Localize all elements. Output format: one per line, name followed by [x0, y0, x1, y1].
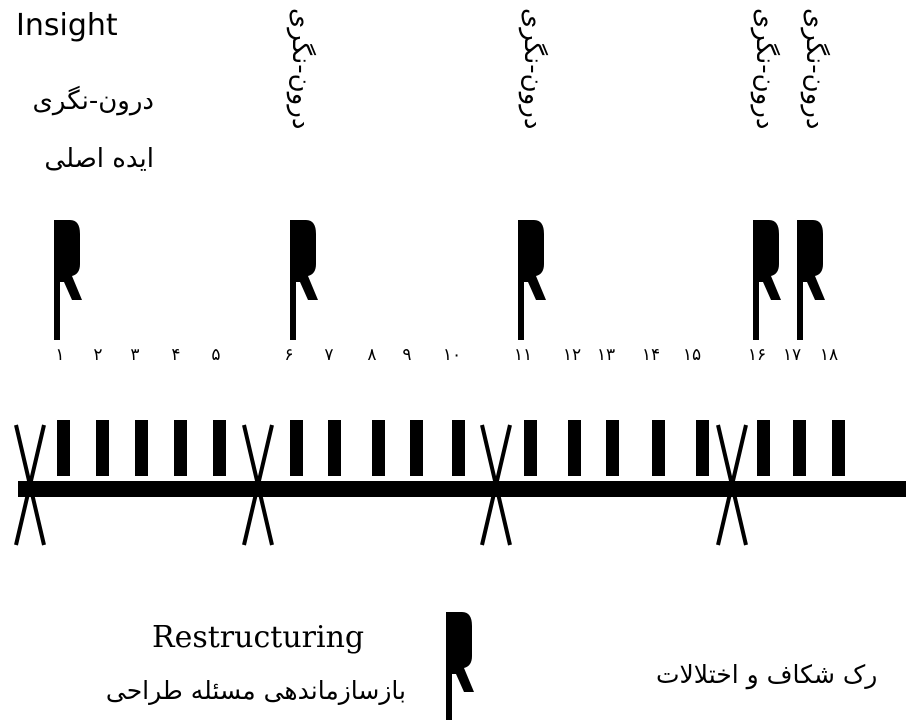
vertical-label-3: درون-نگری: [750, 8, 780, 130]
number-label: ۵: [211, 345, 221, 365]
number-label: ۱۶: [747, 345, 767, 365]
main-idea-label: ایده اصلی: [44, 144, 154, 174]
restructuring-marker-5: [797, 220, 825, 340]
vertical-label-2: درون-نگری: [518, 8, 548, 130]
restructuring-marker-2: [290, 220, 318, 340]
restructuring-marker-3: [518, 220, 546, 340]
legend-restructuring-marker: [446, 612, 474, 720]
vertical-label-4: درون-نگری: [800, 8, 830, 130]
legend-restructuring-title: Restructuring: [152, 620, 365, 655]
vertical-label-1: درون-نگری: [286, 8, 316, 130]
number-label: ۴: [171, 345, 181, 365]
number-label: ۶: [284, 345, 294, 365]
number-label: ۱۷: [782, 345, 802, 365]
restructuring-marker-1: [54, 220, 82, 340]
gap-crossings: [14, 424, 748, 546]
number-label: ۱: [55, 345, 65, 365]
number-label: ۳: [130, 345, 140, 365]
number-label: ۷: [324, 345, 334, 365]
legend-gaps-label: رک شکاف و اختلالات: [656, 660, 878, 689]
introspection-label: درون-نگری: [32, 86, 154, 116]
number-label: ۱۰: [442, 345, 462, 365]
number-label: ۱۳: [596, 345, 616, 365]
tick-marks: [57, 420, 845, 476]
number-label: ۹: [402, 345, 412, 365]
number-label: ۱۸: [819, 345, 839, 365]
number-label: ۱۱: [513, 345, 533, 365]
restructuring-marker-4: [753, 220, 781, 340]
number-label: ۲: [93, 345, 103, 365]
timeline-bar: [18, 481, 906, 497]
number-label: ۱۵: [682, 345, 702, 365]
number-label: ۱۴: [641, 345, 661, 365]
insight-title: Insight: [16, 8, 118, 43]
legend-restructuring-fa: بازسازماندهی مسئله طراحی: [105, 676, 406, 705]
number-label: ۸: [367, 345, 377, 365]
number-label: ۱۲: [562, 345, 582, 365]
